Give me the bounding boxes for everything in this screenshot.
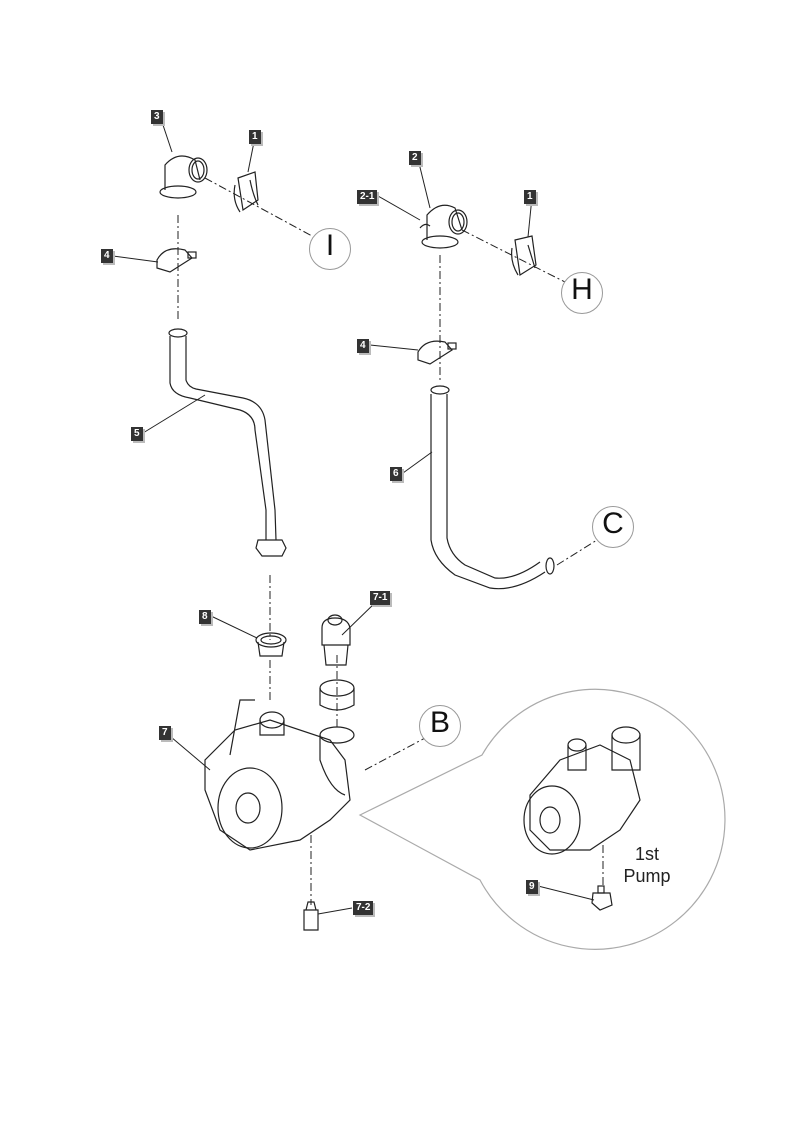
part-9-bracket: [591, 885, 613, 911]
detail-caption-line1: 1st: [634, 844, 659, 864]
part-4-clip-left: [156, 248, 197, 273]
part-tag-8: 8: [199, 610, 211, 624]
part-3-elbow: [159, 155, 208, 199]
part-tag-1-right: 1: [524, 190, 536, 204]
part-tag-7: 7: [159, 726, 171, 740]
part-tag-2: 2: [409, 151, 421, 165]
part-tag-7-1: 7-1: [370, 591, 391, 605]
part-2-elbow: [419, 204, 468, 249]
part-tag-5: 5: [131, 427, 143, 441]
part-tag-7-2: 7-2: [353, 901, 374, 915]
connection-lines: [177, 177, 604, 905]
part-5-pipe: [168, 328, 287, 557]
part-7-1-air-vent: [319, 614, 355, 711]
part-8-gasket: [255, 632, 287, 657]
part-7-2-drain-plug: [303, 901, 319, 931]
part-1-clip-right: [511, 235, 537, 276]
part-tag-2-1: 2-1: [357, 190, 378, 204]
part-tag-4-right: 4: [357, 339, 369, 353]
detail-caption-line2: Pump: [623, 866, 671, 886]
part-tag-3: 3: [151, 110, 163, 124]
part-6-pipe: [430, 385, 555, 590]
detail-pump: [523, 726, 641, 855]
part-4-clip-right: [417, 340, 457, 365]
connection-marker-i: I: [309, 228, 351, 270]
part-7-pump: [204, 699, 355, 851]
part-tag-6: 6: [390, 467, 402, 481]
part-1-clip-left: [233, 171, 259, 213]
part-tag-1-left: 1: [249, 130, 261, 144]
part-tag-4-left: 4: [101, 249, 113, 263]
detail-caption: 1st Pump: [612, 843, 682, 887]
detail-bubble: [358, 688, 726, 950]
connection-marker-b: B: [419, 705, 461, 747]
connection-marker-h: H: [561, 272, 603, 314]
part-tag-9: 9: [526, 880, 538, 894]
connection-marker-c: C: [592, 506, 634, 548]
